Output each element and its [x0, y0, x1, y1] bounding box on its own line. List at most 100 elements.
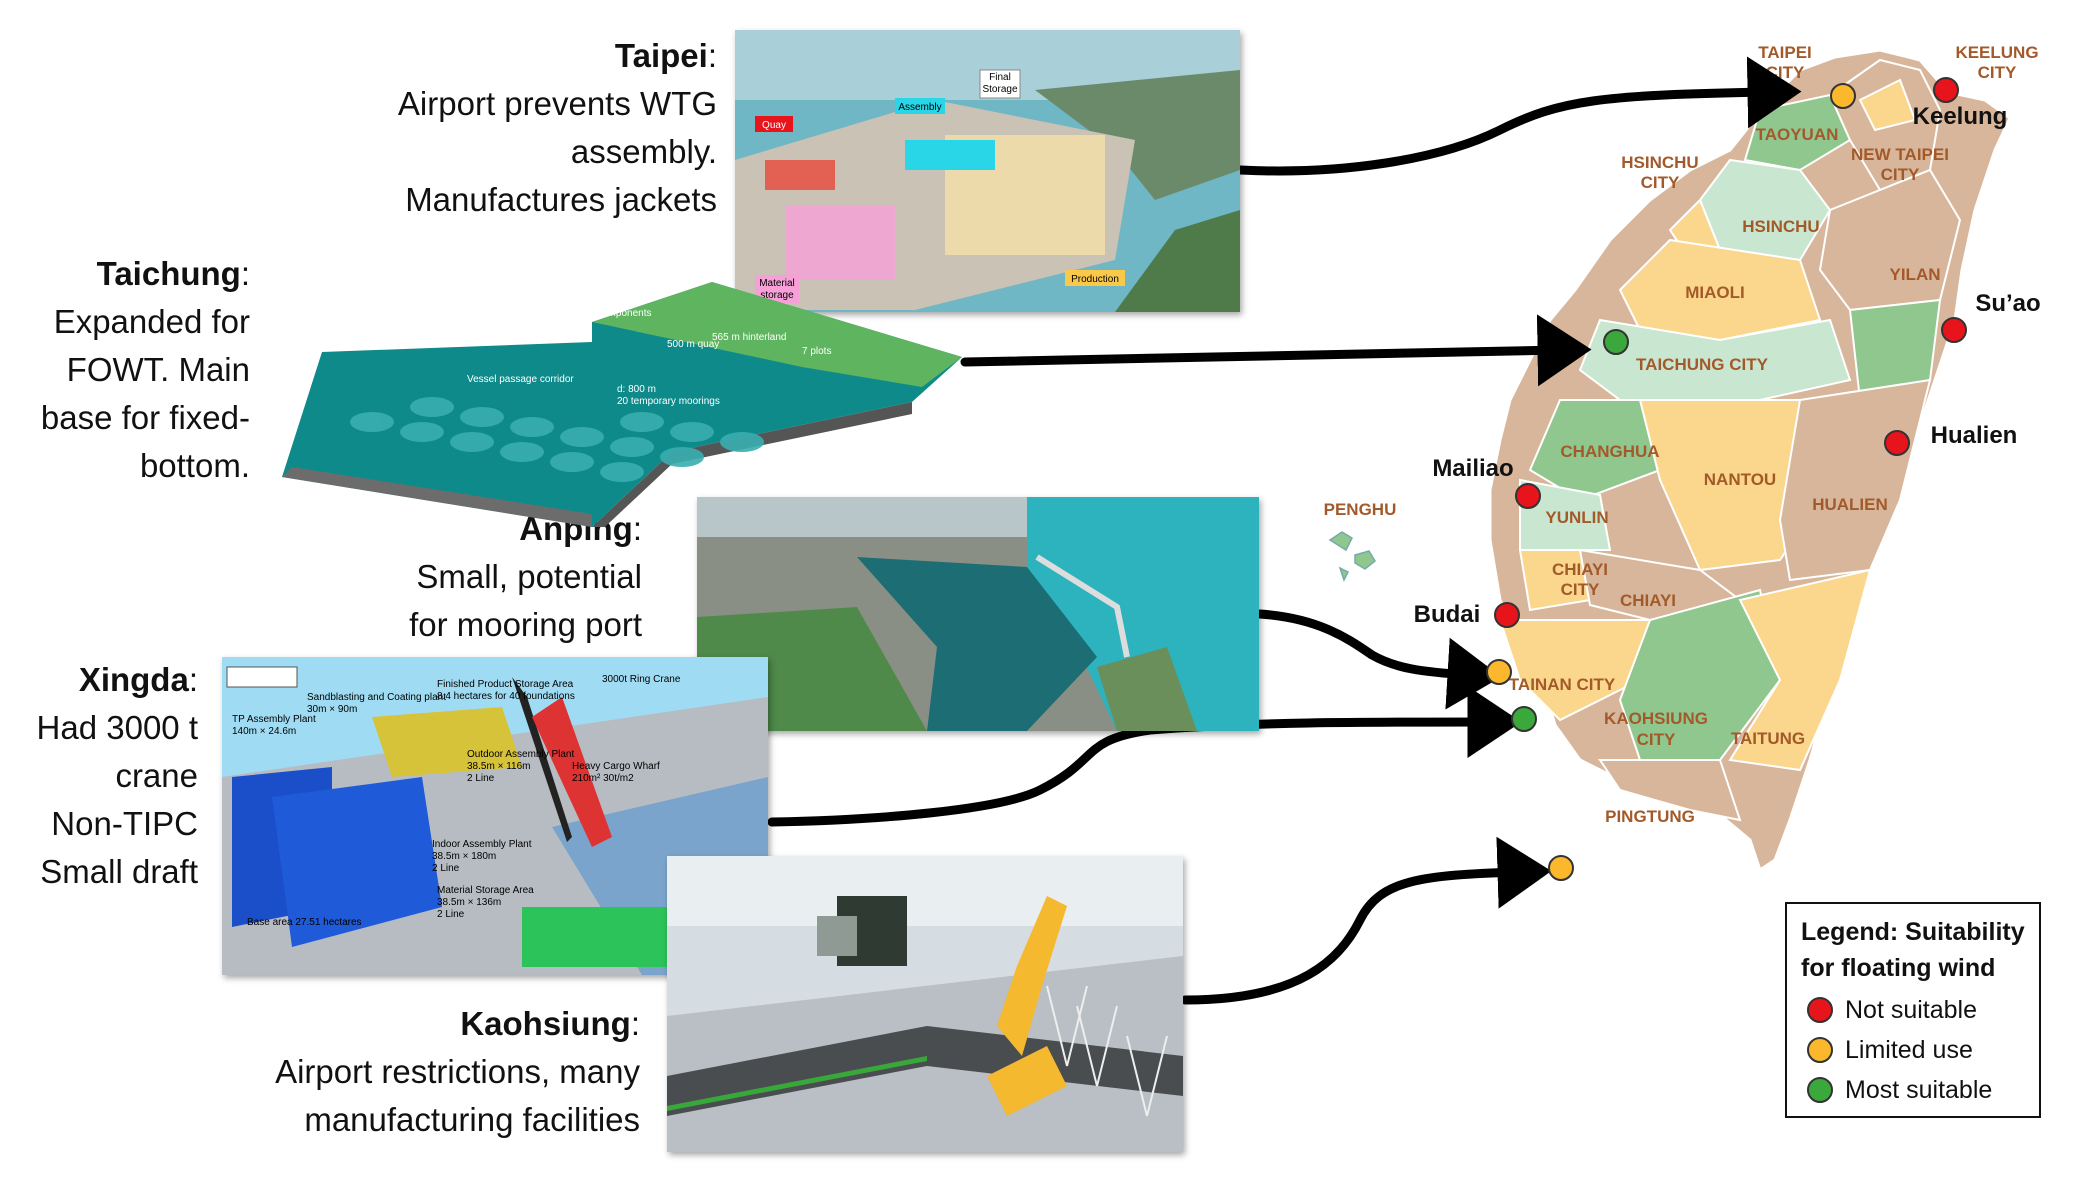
photo-kaohsiung-port — [667, 856, 1183, 1152]
arrow-taipei — [1235, 56, 1802, 176]
marker-anping — [1486, 659, 1512, 685]
photo-label: 2 Line — [437, 909, 465, 920]
photo-label: 3000t Ring Crane — [602, 674, 681, 685]
photo-label: Finished Product Storage Area — [437, 679, 574, 690]
region-label: NEW TAIPEI — [1851, 145, 1949, 164]
photo-label: 38.5m × 136m — [437, 897, 501, 908]
port-desc-line: Airport restrictions, many — [275, 1053, 640, 1090]
region-label: NANTOU — [1704, 470, 1776, 489]
region-label: CITY — [1978, 63, 2017, 82]
red-dot-icon — [1807, 997, 1833, 1023]
photo-label: 140m × 24.6m — [232, 726, 296, 737]
port-name: Taichung — [96, 255, 241, 292]
marker-suao — [1941, 317, 1967, 343]
city-label-budai: Budai — [1414, 601, 1481, 628]
port-name: Taipei — [614, 37, 708, 74]
port-desc-line: Airport prevents WTG — [397, 85, 717, 122]
city-label-keelung: Keelung — [1913, 103, 2008, 130]
region-label: CITY — [1641, 173, 1680, 192]
port-desc-line: crane — [115, 757, 198, 794]
marker-hualien — [1884, 430, 1910, 456]
marker-keelung — [1933, 77, 1959, 103]
legend-label: Not suitable — [1845, 995, 1978, 1024]
region-label: CHIAYI — [1552, 560, 1608, 579]
photo-label: storage — [760, 290, 794, 301]
photo-label: Vessel passage corridor — [467, 374, 574, 385]
photo-label: Production — [1071, 274, 1119, 285]
marker-xingda — [1511, 706, 1537, 732]
port-desc-line: Expanded for — [53, 303, 250, 340]
photo-label: 7 plots — [802, 346, 831, 357]
port-desc-line: base for fixed- — [40, 399, 250, 436]
marker-budai — [1494, 602, 1520, 628]
city-label-mailiao: Mailiao — [1432, 455, 1513, 482]
photo-taichung-port: 445 x 125 m 20 turbines components 500 m… — [262, 262, 980, 527]
port-desc-line: FOWT. Main — [66, 351, 250, 388]
port-desc-line: assembly. — [570, 133, 717, 170]
port-desc-line: Had 3000 t — [36, 709, 198, 746]
region-label: CITY — [1637, 730, 1676, 749]
region-label: PINGTUNG — [1605, 807, 1695, 826]
port-name: Xingda — [78, 661, 189, 698]
photo-label: Quay — [762, 120, 786, 131]
legend-label: Most suitable — [1845, 1075, 1993, 1104]
port-desc-kaohsiung: Kaohsiung: Airport restrictions, many ma… — [220, 1000, 640, 1144]
photo-label: 2 Line — [432, 863, 460, 874]
green-dot-icon — [1807, 1077, 1833, 1103]
photo-anping-port — [697, 497, 1259, 731]
region-labels: TAIPEI CITY KEELUNG CITY TAOYUAN NEW TAI… — [1324, 43, 2039, 826]
port-desc-line: Non-TIPC — [51, 805, 198, 842]
arrows — [767, 56, 1802, 1005]
legend-item-limited-use: Limited use — [1787, 1030, 2039, 1070]
region-label: TAOYUAN — [1756, 125, 1839, 144]
photo-label: Material — [759, 278, 795, 289]
photo-label: Final — [989, 72, 1011, 83]
marker-taichung — [1603, 329, 1629, 355]
arrow-xingda — [767, 686, 1522, 827]
arrow-kaohsiung — [1180, 836, 1552, 1005]
port-desc-line: Manufactures jackets — [405, 181, 717, 218]
legend-item-not-suitable: Not suitable — [1787, 990, 2039, 1030]
photo-label: 38.5m × 116m — [467, 761, 530, 772]
region-label: HSINCHU — [1742, 217, 1819, 236]
photo-label: 445 x 125 m — [597, 284, 652, 295]
taiwan-map — [1328, 48, 2012, 873]
arrow-anping — [1255, 609, 1502, 710]
photo-label: Material Storage Area — [437, 885, 534, 896]
marker-kaohsiung — [1548, 855, 1574, 881]
port-desc-line: Small draft — [40, 853, 198, 890]
port-desc-taichung: Taichung: Expanded for FOWT. Main base f… — [0, 250, 250, 490]
port-markers — [1486, 77, 1967, 881]
photo-label: 30m × 90m — [307, 704, 357, 715]
legend-title-line: Legend: Suitability — [1801, 918, 2025, 946]
region-label: MIAOLI — [1685, 283, 1745, 302]
port-desc-line: Small, potential — [416, 558, 642, 595]
photo-label: Heavy Cargo Wharf — [572, 761, 660, 772]
photo-label: Assembly — [898, 102, 941, 113]
photo-label: 565 m hinterland — [712, 332, 787, 343]
photo-label: TP Assembly Plant — [232, 714, 316, 725]
photo-taipei-port: Final Storage Assembly Quay Material sto… — [735, 30, 1240, 312]
photo-label: 210m² 30t/m2 — [572, 773, 634, 784]
legend-title: Legend: Suitability for floating wind — [1787, 904, 2039, 990]
region-label: HUALIEN — [1812, 495, 1888, 514]
region-label: TAITUNG — [1731, 729, 1805, 748]
city-label-suao: Su’ao — [1975, 290, 2040, 317]
port-desc-xingda: Xingda: Had 3000 t crane Non-TIPC Small … — [0, 656, 198, 896]
marker-taipei — [1830, 83, 1856, 109]
region-label: TAIPEI — [1758, 43, 1812, 62]
city-label-hualien: Hualien — [1931, 422, 2018, 449]
region-label: CHIAYI — [1620, 591, 1676, 610]
region-label: PENGHU — [1324, 500, 1397, 519]
legend-label: Limited use — [1845, 1035, 1973, 1064]
photo-label: Outdoor Assembly Plant — [467, 749, 574, 760]
region-label: HSINCHU — [1621, 153, 1698, 172]
photo-label: 20 turbines — [597, 296, 646, 307]
region-label: YILAN — [1890, 265, 1941, 284]
marker-mailiao — [1515, 483, 1541, 509]
region-label: CITY — [1561, 580, 1600, 599]
photo-label: Indoor Assembly Plant — [432, 839, 532, 850]
photo-label: 2 Line — [467, 773, 495, 784]
port-name: Kaohsiung — [460, 1005, 631, 1042]
region-label: CITY — [1881, 165, 1920, 184]
